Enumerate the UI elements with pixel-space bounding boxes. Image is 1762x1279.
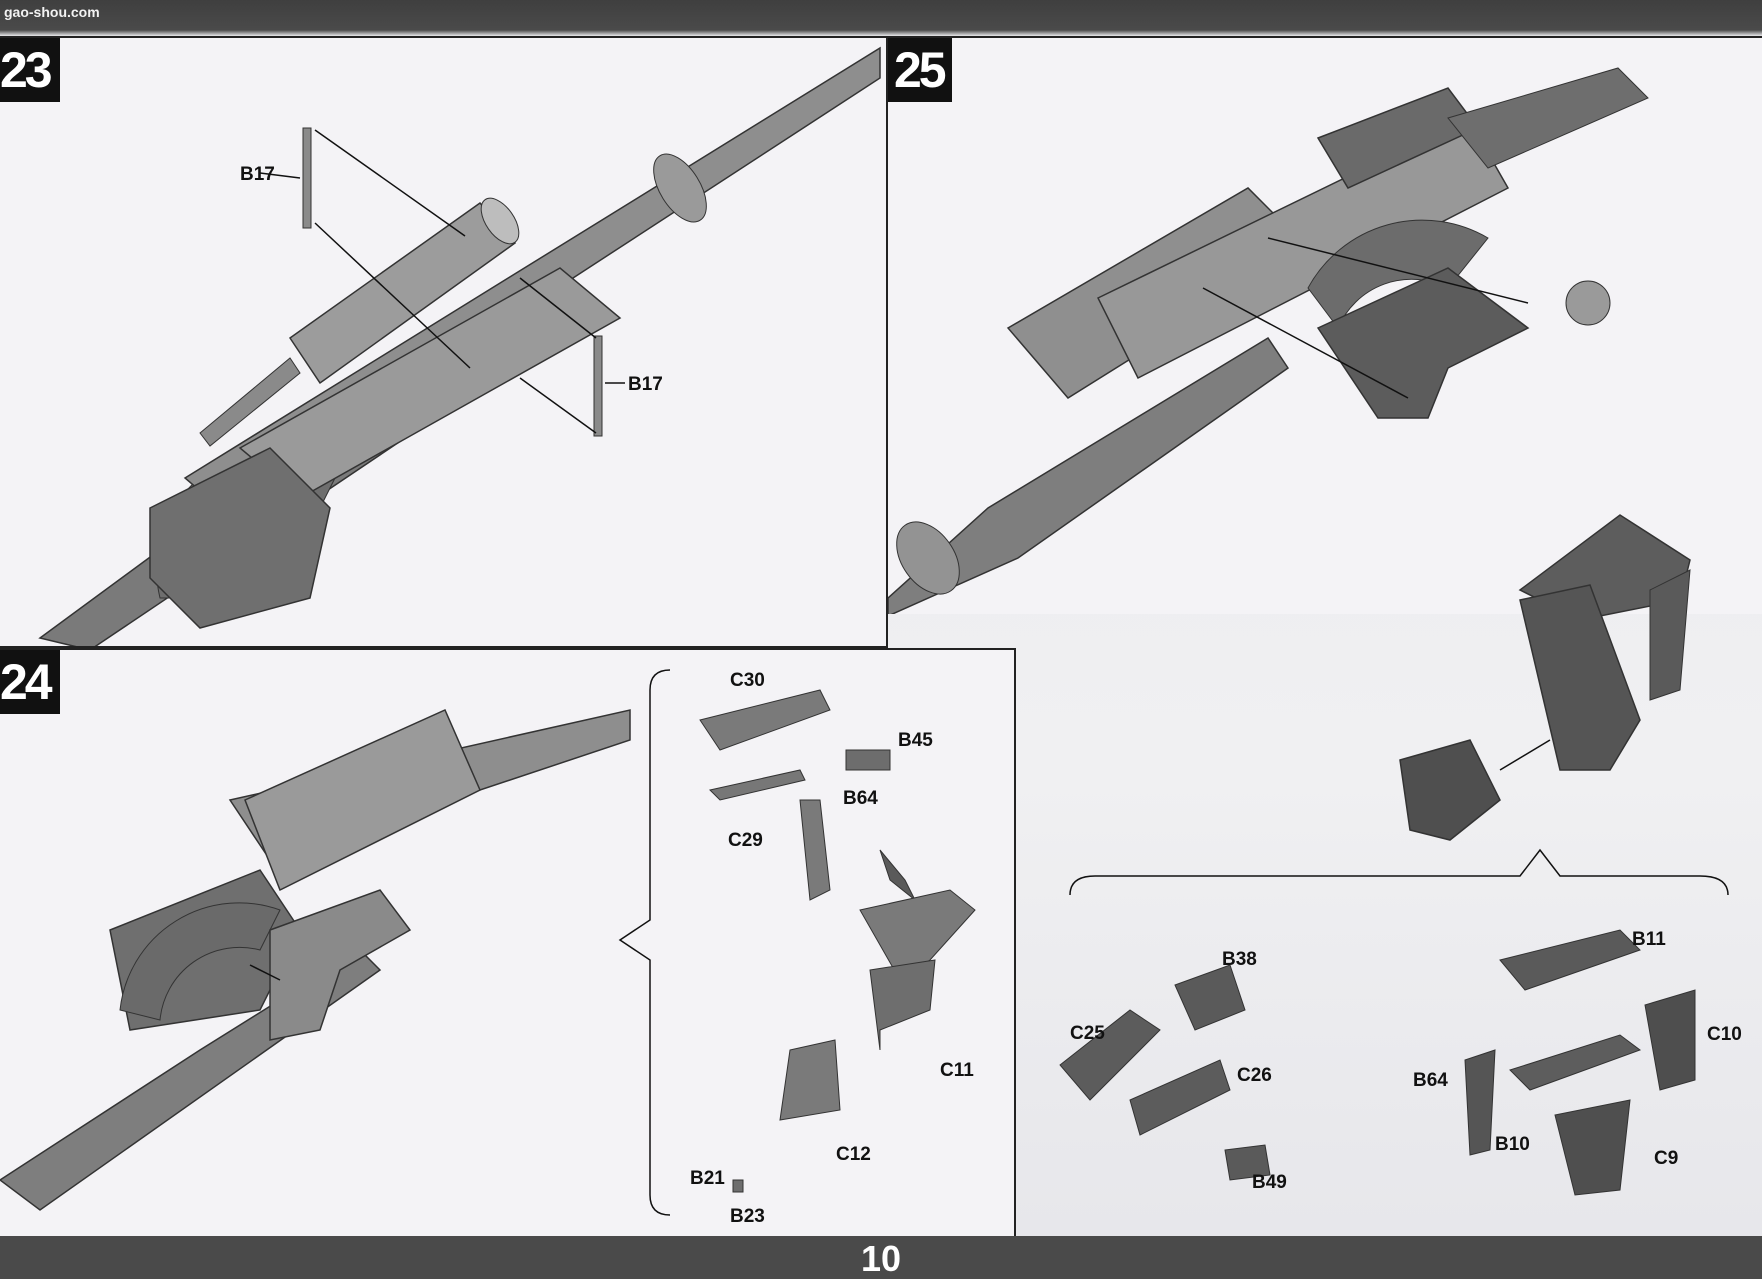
part-label-b17-top: B17 [240,164,275,185]
part-label-c29: C29 [728,830,763,851]
part-label-c10: C10 [1707,1024,1742,1045]
part-label-c12: C12 [836,1144,871,1165]
part-label-c30: C30 [730,670,765,691]
watermark-logo: gao-shou.com [4,4,100,28]
step-23-number: 23 [0,38,60,102]
step-24-illustration [0,669,976,1216]
watermark-text: gao-shou.com [4,4,100,20]
part-label-c26: C26 [1237,1065,1272,1086]
part-label-b10: B10 [1495,1134,1530,1155]
step-24-panel: 24 C30 B45 B64 C29 C11 C12 B21 B23 [0,648,1016,1238]
part-label-b45: B45 [898,730,933,751]
part-label-b11: B11 [1632,929,1666,950]
part-label-b21: B21 [690,1168,725,1189]
step-23-panel: 23 B17 B17 [0,36,888,648]
part-label-b49: B49 [1252,1172,1287,1193]
part-label-c25: C25 [1070,1023,1105,1044]
part-label-b64: B64 [843,788,878,809]
part-label-c11: C11 [940,1060,974,1081]
page-number: 10 [0,1236,1762,1279]
step-24-number: 24 [0,650,60,714]
step-25-gun-illustration [888,67,1649,614]
step-25-panel: 25 [886,36,1762,614]
step-23-illustration [38,46,881,646]
part-label-b17-bottom: B17 [628,374,663,395]
part-label-b23: B23 [730,1206,765,1227]
part-label-b38: B38 [1222,949,1257,970]
part-label-c9: C9 [1654,1148,1679,1169]
step-25-number: 25 [888,38,952,102]
part-label-b64-step25: B64 [1413,1070,1448,1091]
